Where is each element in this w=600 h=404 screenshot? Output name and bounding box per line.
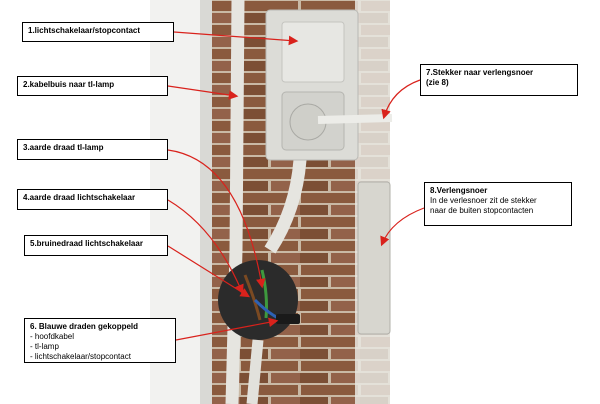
callout-8: 8.Verlengsnoer In de verlesnoer zit de s…	[424, 182, 572, 226]
callout-5-text: 5.bruinedraad lichtschakelaar	[30, 239, 143, 248]
callout-6-title: 6. Blauwe draden gekoppeld	[30, 322, 139, 331]
conduit-2	[264, 159, 307, 254]
callout-6: 6. Blauwe draden gekoppeld - hoofdkabel …	[24, 318, 176, 363]
callout-1-text: 1.lichtschakelaar/stopcontact	[28, 26, 141, 35]
window-frame-edge	[200, 0, 212, 404]
callout-8-title: 8.Verlengsnoer	[430, 186, 488, 195]
callout-6-item: - hoofdkabel	[30, 332, 75, 341]
callout-5: 5.bruinedraad lichtschakelaar	[24, 235, 168, 256]
callout-2-text: 2.kabelbuis naar tl-lamp	[23, 80, 115, 89]
callout-6-item: - tl-lamp	[30, 342, 59, 351]
callout-4-text: 4.aarde draad lichtschakelaar	[23, 193, 136, 202]
callout-6-item: - lichtschakelaar/stopcontact	[30, 352, 131, 361]
callout-7: 7.Stekker naar verlengsnoer (zie 8)	[420, 64, 578, 96]
junction-box	[218, 260, 298, 340]
callout-7-title: 7.Stekker naar verlengsnoer	[426, 68, 534, 77]
switch-rocker	[281, 21, 345, 83]
callout-2: 2.kabelbuis naar tl-lamp	[17, 76, 168, 96]
callout-8-desc: naar de buiten stopcontacten	[430, 206, 534, 215]
callout-3-text: 3.aarde draad tl-lamp	[23, 143, 104, 152]
callout-1: 1.lichtschakelaar/stopcontact	[22, 22, 174, 42]
callout-7-sub: (zie 8)	[426, 78, 449, 87]
callout-4: 4.aarde draad lichtschakelaar	[17, 189, 168, 210]
main-cable	[246, 339, 264, 404]
callout-3: 3.aarde draad tl-lamp	[17, 139, 168, 160]
conduit	[225, 0, 245, 404]
extension-cord	[317, 114, 393, 124]
extension-block	[357, 181, 391, 335]
callout-8-desc: In de verlesnoer zit de stekker	[430, 196, 537, 205]
wire-connector	[276, 314, 300, 324]
wire-green	[260, 269, 268, 319]
